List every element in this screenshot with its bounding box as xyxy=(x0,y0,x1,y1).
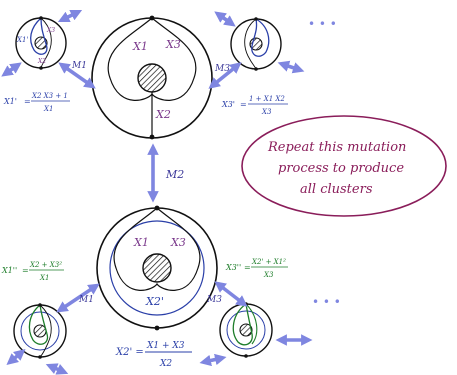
top-annulus: X1 X3 X2 xyxy=(91,15,213,140)
arrow-m3-top xyxy=(208,62,242,89)
top-label-x1: X1 xyxy=(132,40,148,53)
bottom-label-x1: X1 xyxy=(133,236,149,249)
formula-x3-double-prime: X3'' = X2' + X1² X3 xyxy=(225,258,288,279)
formula-x3pp-den: X3 xyxy=(263,271,274,279)
formula-x1-prime: X1' = X2 X3 + 1 X1 xyxy=(3,92,70,113)
formula-x3p-num: 1 + X1 X2 xyxy=(249,95,285,103)
formula-x1p-den: X1 xyxy=(43,105,53,113)
top-label-x3: X3 xyxy=(165,38,181,51)
formula-x2p-den: X2 xyxy=(159,359,172,369)
callout-line-3: all clusters xyxy=(300,182,373,197)
small-label-x3: X3 xyxy=(46,27,55,34)
label-m3-top: M3 xyxy=(214,64,230,74)
formula-x1pp-den: X1 xyxy=(39,274,49,282)
arrow-tl-a xyxy=(57,9,83,23)
formula-x3pp-num: X2' + X1² xyxy=(251,258,286,266)
arrow-bl-b xyxy=(45,363,69,375)
formula-x2-prime: X2' = X1 + X3 X2 xyxy=(115,341,192,369)
arrow-m1-top xyxy=(58,62,96,89)
ellipsis-bottom: • • • xyxy=(312,295,341,309)
callout-line-1: Repeat this mutation xyxy=(267,140,406,155)
formula-x1pp-num: X2 + X3² xyxy=(29,261,62,269)
callout-oval xyxy=(241,115,447,217)
bottom-loop-x2p xyxy=(109,220,205,316)
top-label-x2: X2 xyxy=(155,108,171,121)
svg-text:=: = xyxy=(244,263,251,272)
callout: Repeat this mutation process to produce … xyxy=(241,115,447,217)
formula-x1p-num: X2 X3 + 1 xyxy=(31,92,68,100)
bottom-annulus: X1 X3 X2' xyxy=(96,205,218,331)
mutation-arrows xyxy=(1,9,313,375)
label-m2: M2 xyxy=(165,168,184,181)
formula-x2p-lhs: X2' = xyxy=(115,347,144,358)
label-m3-bottom: M3 xyxy=(206,295,222,305)
small-label-x2: X2 xyxy=(37,58,46,65)
ellipsis-top: • • • xyxy=(308,17,337,31)
svg-text:=: = xyxy=(24,97,31,106)
top-puncture xyxy=(137,63,167,93)
formula-x1-double-prime: X1'' = X2 + X3² X1 xyxy=(1,261,64,282)
formula-x1p-lhs: X1' xyxy=(3,97,17,106)
formula-x3-prime: X3' = 1 + X1 X2 X3 xyxy=(221,95,288,116)
callout-line-2: process to produce xyxy=(278,161,404,176)
svg-text:=: = xyxy=(22,266,29,275)
bottom-puncture xyxy=(142,253,172,283)
bottom-label-x2p: X2' xyxy=(145,295,164,308)
arrow-tl-b xyxy=(1,62,22,77)
label-m1-bottom: M1 xyxy=(78,295,94,305)
arrow-tr-a xyxy=(214,11,236,27)
top-left-small-annulus: X1' X3 X2 xyxy=(15,16,67,70)
top-marked-point xyxy=(149,15,155,21)
bottom-right-small-annulus xyxy=(219,302,273,358)
arrow-m1-bottom xyxy=(56,283,100,313)
formula-x3pp-lhs: X3'' xyxy=(225,263,241,272)
bottom-left-small-annulus xyxy=(13,303,67,359)
label-m1-top: M1 xyxy=(71,61,87,71)
small-label-x1p: X1' xyxy=(16,36,28,44)
bottom-label-x3: X3 xyxy=(170,236,186,249)
svg-text:=: = xyxy=(240,100,247,109)
formula-x1pp-lhs: X1'' xyxy=(1,266,17,275)
arrow-m3-bottom xyxy=(214,281,248,307)
arrow-bl-a xyxy=(6,349,26,365)
formula-x3p-lhs: X3' xyxy=(221,100,235,109)
formula-x3p-den: X3 xyxy=(261,108,272,116)
arrow-tr-b xyxy=(277,60,305,74)
bottom-arc-x1-x3 xyxy=(113,207,201,291)
top-right-small-annulus xyxy=(230,17,282,71)
bottom-marked-point xyxy=(149,134,155,140)
formula-x2p-num: X1 + X3 xyxy=(146,341,185,351)
arrow-br-b xyxy=(199,353,227,367)
